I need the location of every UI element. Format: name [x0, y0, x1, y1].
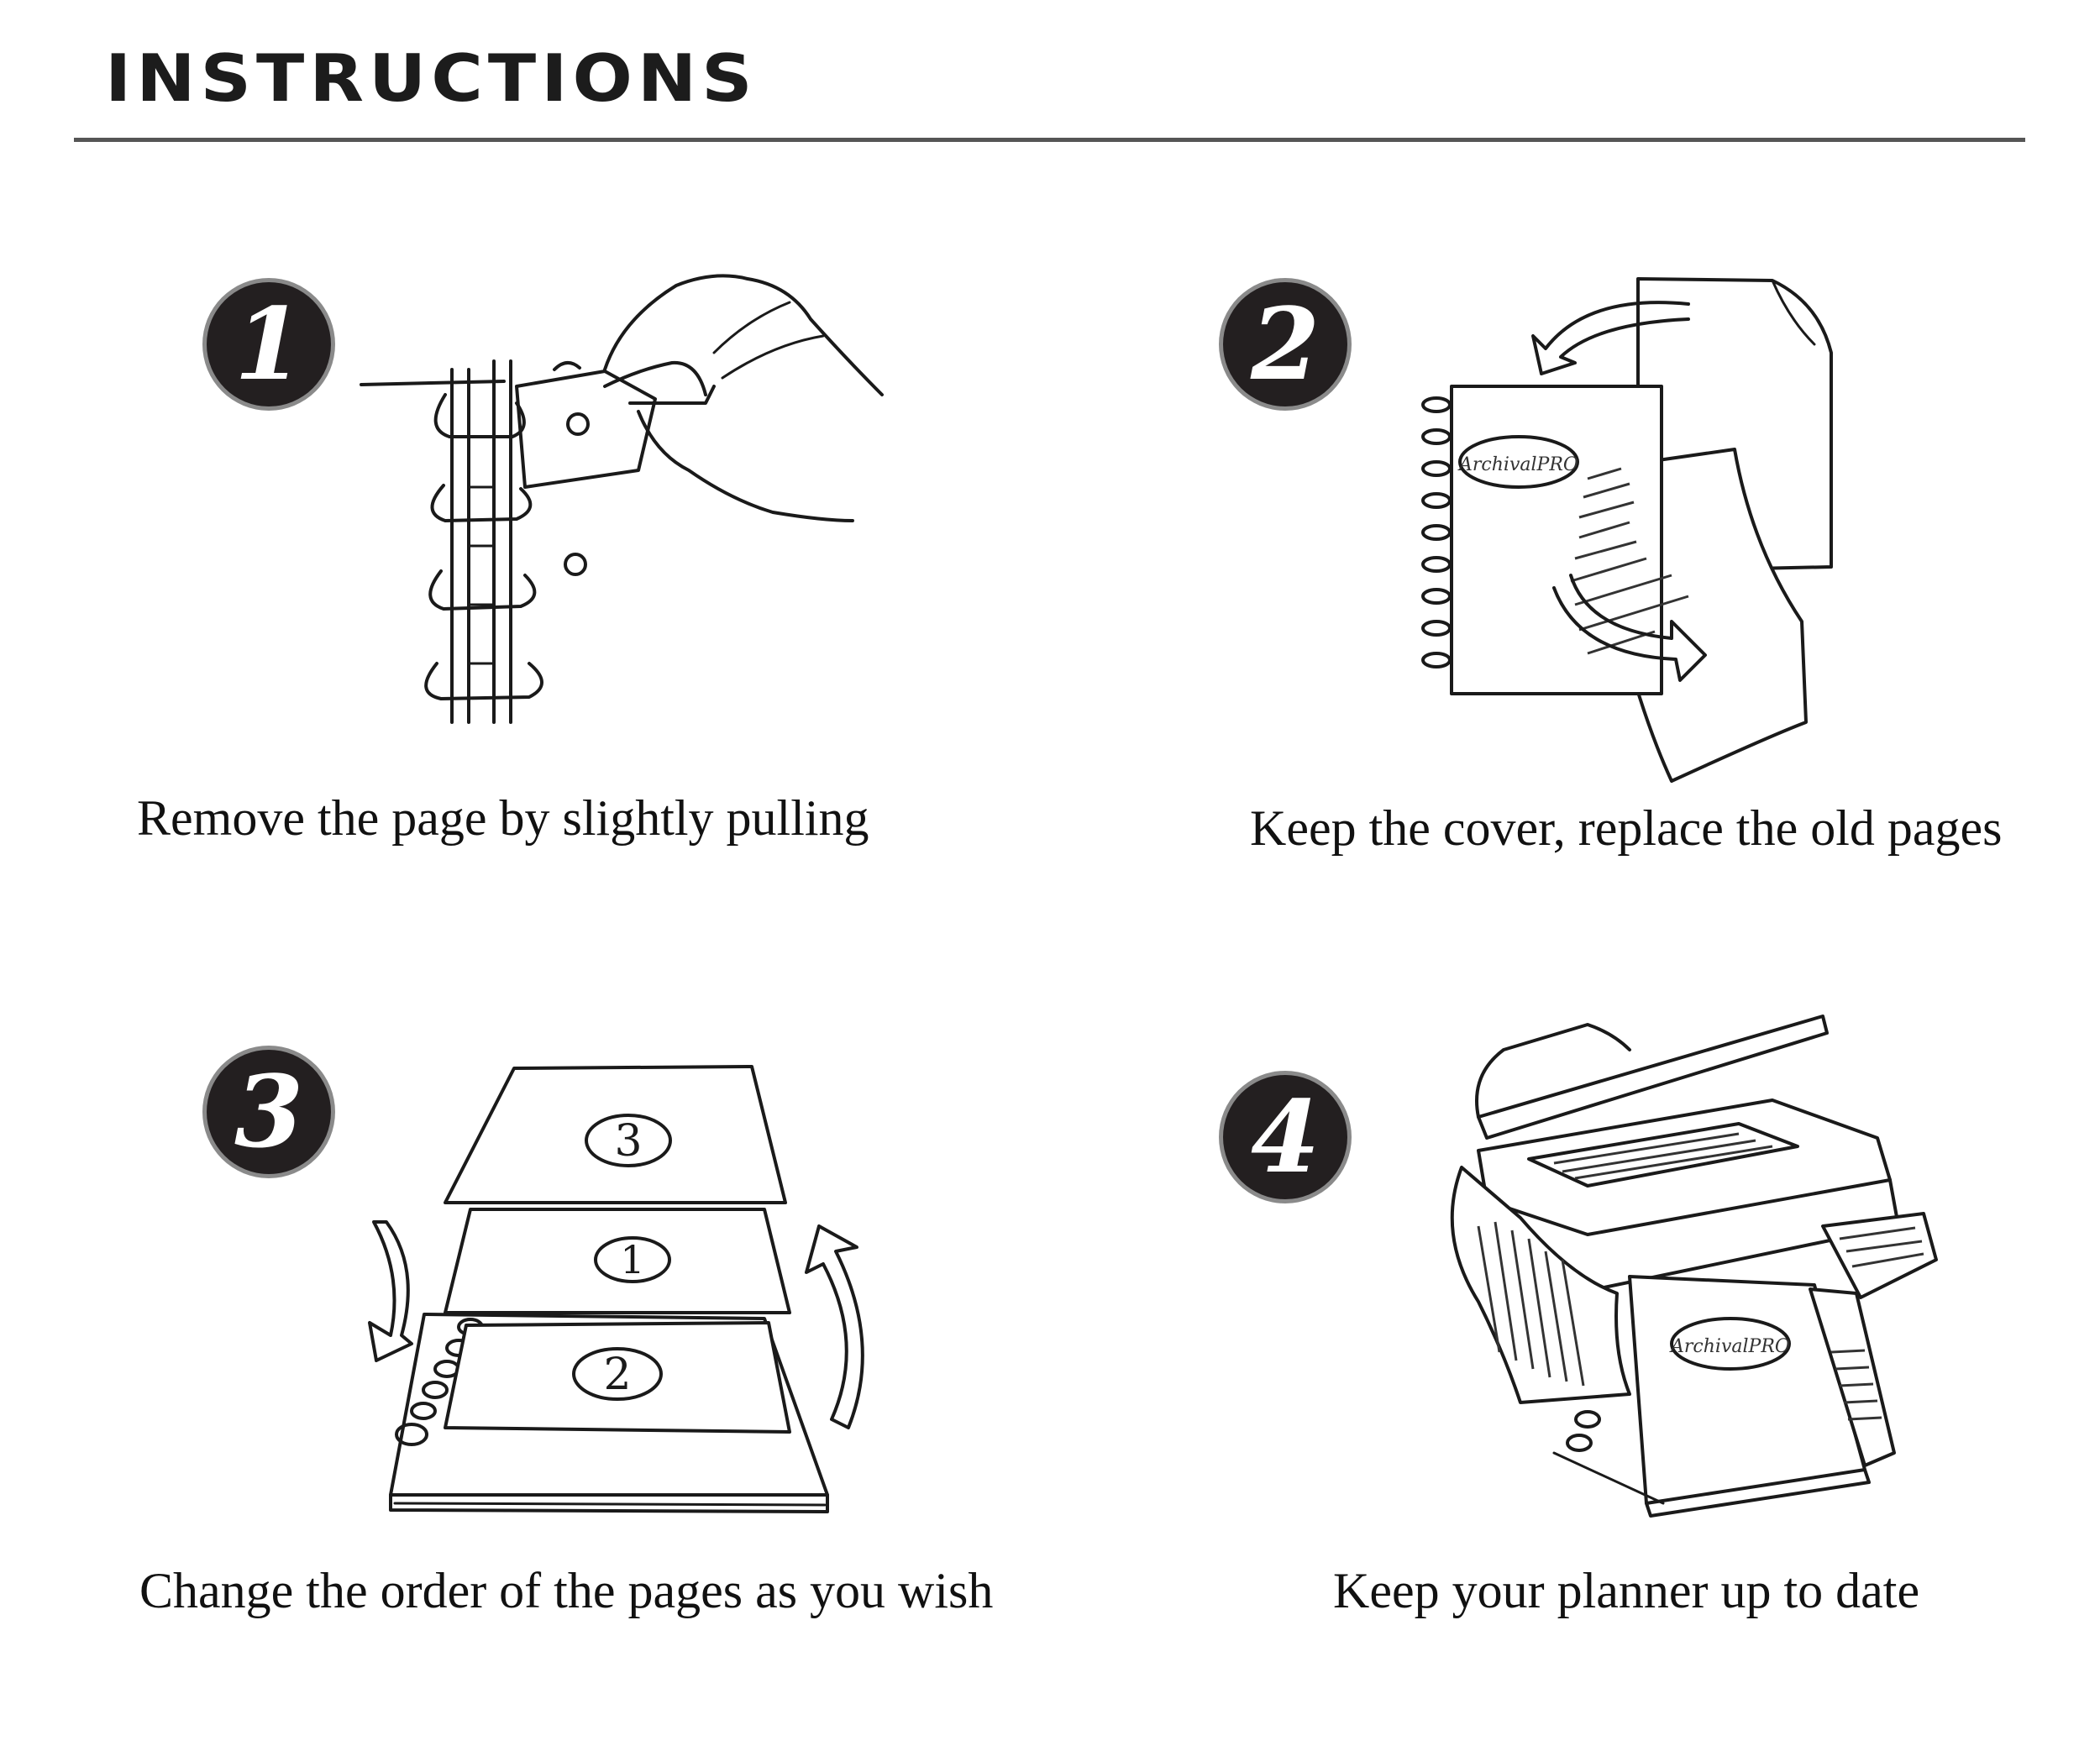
title-divider — [74, 138, 2025, 142]
step-3-illustration-reorder-pages: 3 1 2 — [353, 1058, 924, 1528]
step-2-number-badge: 2 — [1223, 282, 1347, 406]
step-1-number-badge: 1 — [207, 282, 331, 406]
step-3-arrow-up-icon — [806, 1226, 863, 1428]
step-2-number: 2 — [1250, 286, 1320, 402]
step-1-illustration-ring-binder-hand — [353, 269, 890, 739]
step-3-number: 3 — [234, 1053, 304, 1170]
step-1-number: 1 — [234, 286, 304, 402]
step-1-caption: Remove the page by slightly pulling — [137, 790, 869, 846]
step-3-caption: Change the order of the pages as you wis… — [139, 1563, 994, 1618]
step-3-page-label-bottom: 2 — [603, 1350, 631, 1400]
page-title: INSTRUCTIONS — [105, 40, 758, 117]
step-4-illustration-printer-planner: ArchivalPRO — [1420, 999, 1957, 1537]
step-4-number-badge: 4 — [1223, 1075, 1347, 1199]
step-2-illustration-cover-pages-swap: ArchivalPRO — [1420, 269, 1856, 806]
step-2-caption: Keep the cover, replace the old pages — [1250, 800, 2003, 856]
step-3-page-label-top: 3 — [614, 1116, 642, 1167]
step-3-page-label-middle: 1 — [620, 1237, 644, 1282]
step-3-number-badge: 3 — [207, 1050, 331, 1174]
step-4-caption: Keep your planner up to date — [1333, 1563, 1920, 1618]
step-4-number: 4 — [1250, 1078, 1320, 1195]
step-4-brand-logo: ArchivalPRO — [1669, 1336, 1790, 1357]
step-3-arrow-down-icon — [370, 1222, 412, 1361]
step-2-brand-logo: ArchivalPRO — [1457, 454, 1578, 475]
